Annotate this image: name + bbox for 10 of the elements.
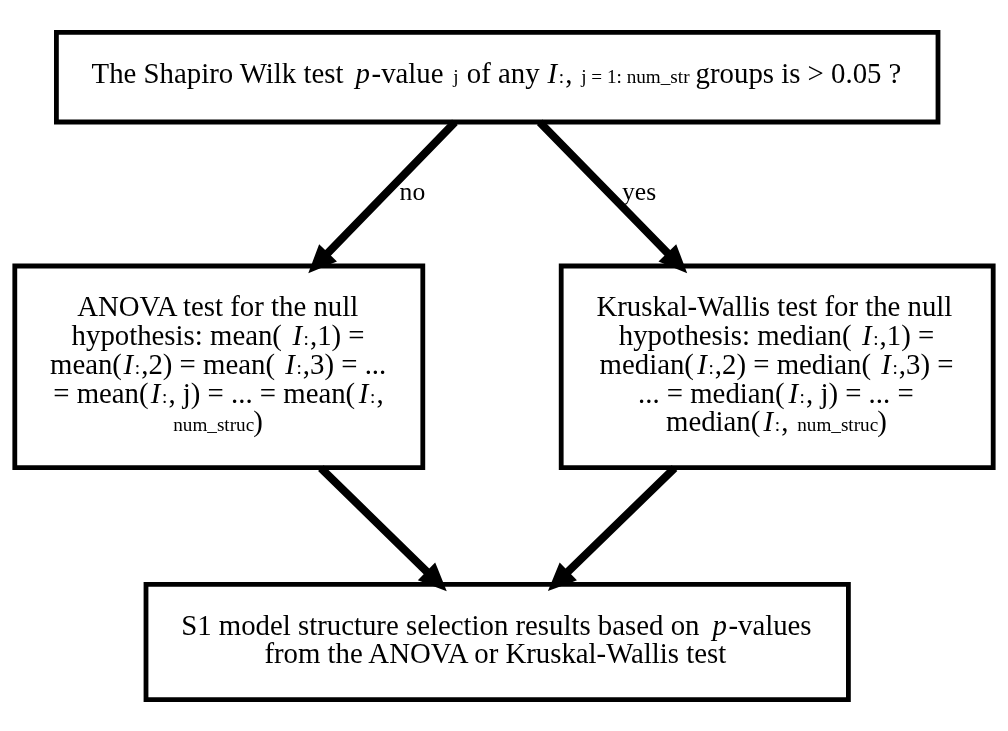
edge-label: no bbox=[399, 176, 426, 206]
arrow bbox=[547, 464, 678, 591]
node-box: ANOVA test for the null hypothesis: mean( I:,1) = mean(I:,2) = mean( I:,3) = ... = mean(I:, j) = ... = mean(I:, num_struc) bbox=[12, 263, 426, 470]
node-box: The Shapiro Wilk test p-value j of any I:, j = 1: num_str groups is > 0.05 ? bbox=[54, 29, 941, 124]
node-box: Kruskal-Wallis test for the null hypothesis: median( I:,1) = median(I:,2) = median( I:,3) = ... = median(I:, j) = ... = median(I:, num_struc) bbox=[558, 263, 996, 470]
arrow bbox=[318, 464, 447, 591]
arrow bbox=[308, 119, 458, 273]
arrow bbox=[536, 119, 688, 273]
edge-label: yes bbox=[622, 176, 657, 206]
node-box: S1 model structure selection results based on p-values from the ANOVA or Kruskal-Wallis test bbox=[143, 581, 851, 702]
